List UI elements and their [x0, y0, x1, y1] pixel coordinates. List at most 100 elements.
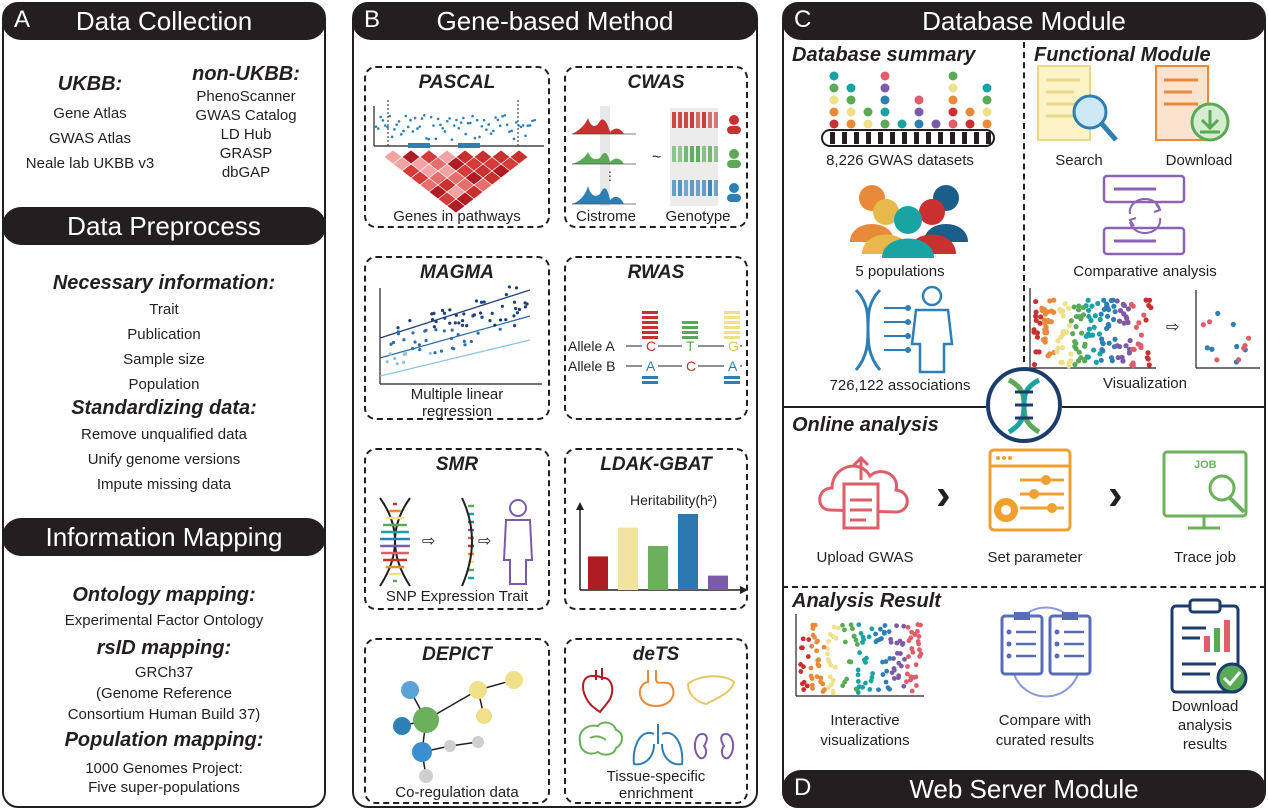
dot	[1129, 346, 1136, 352]
cwas-caption-left: Cistrome	[575, 208, 636, 225]
magma-caption-2: regression	[421, 403, 493, 420]
dot	[894, 640, 900, 646]
dot	[917, 647, 922, 653]
list-item: Gene Atlas	[53, 105, 127, 122]
dot	[411, 130, 415, 133]
dot	[424, 339, 428, 343]
dot	[854, 642, 860, 647]
smr-box: SMR ⇨ ⇨ SNP Expression Trait	[364, 448, 550, 610]
dot	[848, 622, 854, 628]
search-icon	[1037, 65, 1118, 142]
non-ukbb-heading: non-UKBB:	[192, 63, 300, 85]
read-bar	[642, 381, 658, 384]
chromosome-band	[854, 132, 859, 144]
parameter-icon	[988, 448, 1072, 532]
dot	[480, 315, 484, 319]
upload-label: Upload GWAS	[816, 549, 914, 566]
panel-c-header: C Database Module	[782, 2, 1266, 40]
dot	[808, 673, 814, 679]
gwas-dot	[948, 71, 958, 81]
manhattan-dots	[1031, 297, 1154, 369]
chevron-right-icon: ›	[936, 470, 951, 519]
manhattan-dots	[798, 622, 924, 696]
dot	[510, 129, 513, 133]
dot	[408, 318, 412, 323]
scatter-dots	[1200, 310, 1252, 365]
dot	[1068, 358, 1074, 364]
dot	[508, 130, 511, 134]
gwas-dot	[948, 95, 958, 105]
allele-a-label: Allele A	[568, 338, 615, 354]
genotype-cell	[702, 146, 706, 162]
dot	[846, 659, 852, 665]
dot	[1145, 350, 1151, 356]
magma-box: MAGMA Multiple linear regression	[364, 256, 550, 420]
read-bar	[642, 376, 658, 379]
download-results-label: Download analysis results	[1150, 697, 1260, 754]
dot	[876, 687, 881, 693]
dot	[1071, 304, 1077, 310]
gwas-dot	[897, 119, 907, 129]
populations-count: 5 populations	[855, 263, 945, 280]
chromosome-band	[902, 132, 907, 144]
dot	[1033, 298, 1039, 305]
dot	[474, 299, 479, 303]
dot	[1106, 340, 1112, 346]
divider	[1062, 406, 1266, 408]
chromosome-band	[962, 132, 967, 144]
dot	[913, 662, 919, 668]
dot	[822, 687, 827, 693]
gwas-dot	[863, 119, 873, 129]
cwas-box: CWAS ⋮ ~ Cistrome Genotype	[564, 66, 748, 228]
result-heading: Analysis Result	[792, 590, 941, 612]
dot	[460, 319, 465, 323]
dot	[915, 628, 920, 634]
dot	[1119, 354, 1125, 360]
cwas-caption-right: Genotype	[665, 208, 731, 225]
dot	[526, 124, 530, 128]
dot	[825, 657, 831, 663]
gwas-dot	[948, 107, 958, 117]
ld-triangle	[383, 149, 529, 214]
dot	[501, 115, 504, 118]
dot	[911, 675, 917, 680]
preprocess-header: Data Preprocess	[2, 207, 326, 245]
genotype-cell	[708, 112, 712, 128]
dot	[835, 625, 841, 631]
mapping-header: Information Mapping	[2, 518, 326, 556]
dot	[856, 622, 862, 628]
depict-network	[393, 671, 523, 783]
genotype-cell	[678, 146, 682, 162]
cwas-figure: ⋮ ~	[572, 106, 741, 206]
ldak-bar	[648, 546, 668, 590]
standardizing-heading: Standardizing data:	[71, 397, 257, 419]
smr-figure: ⇨ ⇨	[379, 497, 534, 587]
dot	[818, 675, 824, 681]
dot	[418, 348, 422, 352]
dot	[1086, 307, 1092, 313]
search-label: Search	[1055, 152, 1103, 169]
dot	[386, 125, 389, 129]
read-bar	[642, 336, 658, 339]
dot	[475, 118, 479, 122]
dot	[1206, 319, 1213, 325]
dot	[452, 124, 456, 127]
dot	[1104, 313, 1111, 319]
dot	[1112, 336, 1118, 342]
dot	[842, 679, 848, 685]
genotype-cell	[678, 180, 682, 196]
dot	[1082, 358, 1088, 364]
list-item: GWAS Atlas	[49, 130, 131, 147]
dot	[457, 321, 461, 325]
dot	[888, 636, 894, 642]
dot	[454, 313, 458, 317]
base-a-2: T	[686, 338, 695, 354]
ldak-bar	[708, 575, 728, 590]
dot	[910, 649, 916, 655]
upload-icon	[818, 455, 909, 530]
interactive-figure	[795, 614, 924, 697]
genotype-cell	[684, 112, 688, 128]
dot	[855, 678, 861, 684]
dot	[855, 690, 861, 695]
dot	[389, 342, 393, 346]
